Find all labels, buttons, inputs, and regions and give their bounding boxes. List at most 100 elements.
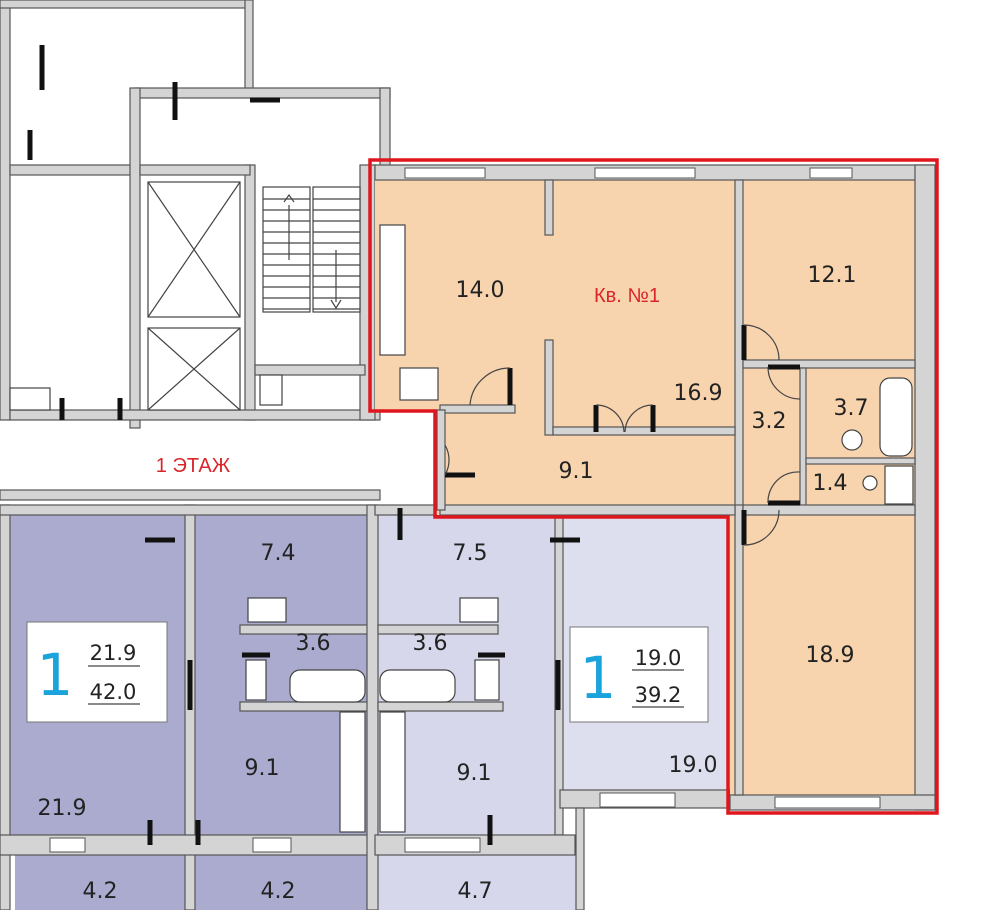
room-area-label: 3.6: [413, 631, 448, 656]
total-area: 39.2: [635, 683, 682, 707]
room-area-label: 4.2: [83, 879, 118, 904]
apartment-title: Кв. №1: [594, 285, 660, 307]
wall: [254, 364, 366, 376]
living-area: 21.9: [90, 641, 137, 665]
room-area-label: 19.0: [669, 753, 718, 778]
apartment-right: 1 19.0 39.2 7.5 3.6 9.1 19.0 4.7: [366, 504, 731, 910]
window: [49, 837, 86, 853]
kitchen-counter: [339, 711, 366, 833]
arrow-down-icon: [330, 250, 342, 310]
wall: [359, 164, 376, 421]
bathtub: [879, 377, 913, 457]
room-area-label: 18.9: [806, 643, 855, 668]
wall: [734, 504, 744, 796]
selected-apartment[interactable]: Кв. №1 14.0 16.9 12.1 3.2 3.7 1.4 9.1 18…: [368, 158, 939, 815]
wall: [544, 339, 554, 436]
wall: [0, 489, 381, 501]
area-info-box: 1 19.0 39.2: [569, 626, 709, 723]
room-count: 1: [580, 644, 617, 712]
apartment-left: 1 21.9 42.0 21.9 7.4 3.6 9.1 4.2 4.2: [0, 504, 376, 910]
elevator-shaft: [147, 327, 241, 411]
plan-shape: [569, 626, 709, 723]
room-area-label: 4.7: [458, 879, 493, 904]
wall: [439, 404, 516, 414]
wall: [9, 409, 381, 421]
shaft: [9, 387, 51, 411]
common-area: [0, 0, 391, 501]
wall: [742, 504, 916, 516]
room-area-label: 9.1: [559, 459, 594, 484]
total-area: 42.0: [90, 680, 137, 704]
room-area-label: 12.1: [808, 263, 857, 288]
room-area-label: 3.7: [834, 396, 869, 421]
window: [252, 837, 292, 853]
wall: [139, 164, 251, 176]
room-area-label: 21.9: [38, 796, 87, 821]
arrow-up-icon: [283, 193, 295, 260]
balcony: [195, 855, 367, 910]
room-area-label: 9.1: [457, 761, 492, 786]
shaft: [884, 465, 914, 505]
wall: [436, 409, 446, 511]
shaft: [399, 367, 439, 401]
staircase: [262, 186, 361, 313]
room-area-label: 1.4: [813, 471, 848, 496]
wall: [799, 367, 807, 509]
wall: [742, 359, 916, 369]
wall: [129, 87, 141, 429]
wall: [805, 457, 916, 465]
apartment-fill: [375, 165, 935, 810]
wall: [9, 164, 141, 176]
room-area-label: 9.1: [245, 756, 280, 781]
balcony: [378, 855, 576, 910]
elevator-shaft: [147, 181, 241, 318]
bathtub: [289, 669, 366, 703]
window: [404, 837, 481, 853]
area-info-box: 1 21.9 42.0: [26, 621, 168, 723]
room-area-label: 7.5: [453, 541, 488, 566]
toilet: [259, 374, 283, 406]
wall: [439, 504, 736, 516]
wall: [377, 624, 499, 635]
room-area-label: 7.4: [261, 541, 296, 566]
living-area: 19.0: [635, 646, 682, 670]
wall: [379, 87, 391, 169]
wall: [244, 164, 256, 421]
room-area-label: 4.2: [261, 879, 296, 904]
bathtub: [379, 669, 456, 703]
wall: [0, 0, 251, 9]
balcony: [15, 855, 185, 910]
kitchen-counter: [379, 711, 406, 833]
window: [594, 167, 696, 179]
kitchen-counter: [379, 224, 406, 356]
window: [809, 167, 853, 179]
room-count: 1: [37, 641, 74, 709]
wall: [377, 701, 504, 712]
room-area-label: 3.6: [296, 631, 331, 656]
wall: [552, 426, 736, 436]
window: [404, 167, 486, 179]
room-area-label: 14.0: [456, 278, 505, 303]
wall: [544, 179, 554, 236]
shaft: [247, 597, 287, 623]
room-area-label: 16.9: [674, 381, 723, 406]
plan-shape: [26, 621, 168, 723]
shaft: [245, 659, 267, 701]
wall: [575, 807, 585, 910]
floor-label: 1 ЭТАЖ: [156, 455, 231, 477]
wall: [244, 0, 254, 96]
outer-wall: [0, 0, 11, 421]
door-swing: [444, 324, 801, 546]
highlight-outline: [368, 158, 939, 815]
wall: [914, 164, 936, 811]
wall: [239, 701, 371, 712]
toilet: [862, 475, 878, 491]
stair-flight: [262, 186, 311, 313]
wall: [0, 504, 376, 516]
sink: [841, 429, 863, 451]
shaft: [459, 597, 499, 623]
room-area-label: 3.2: [752, 409, 787, 434]
plan-shape: [147, 181, 241, 318]
shaft: [474, 659, 500, 701]
